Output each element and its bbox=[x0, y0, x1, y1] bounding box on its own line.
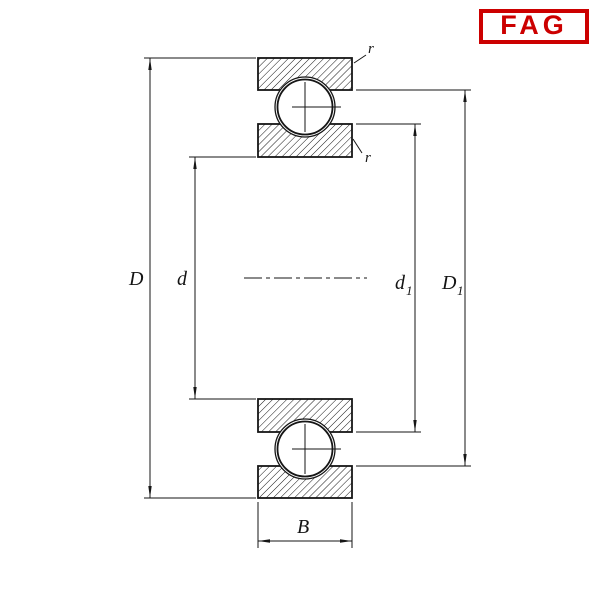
dimension-B: B bbox=[257, 502, 353, 548]
fillet-radius-outer: r bbox=[353, 41, 374, 64]
label-d1: d bbox=[395, 272, 406, 294]
dimension-D1: D 1 bbox=[356, 89, 471, 467]
dimension-d: d bbox=[177, 156, 256, 400]
fillet-radius-inner: r bbox=[352, 138, 371, 166]
fag-logo-text: FAG bbox=[500, 10, 568, 40]
leader-line bbox=[352, 138, 363, 154]
bearing-bottom-section bbox=[257, 398, 353, 499]
bearing-top-section bbox=[257, 57, 353, 158]
label-D1-subscript: 1 bbox=[457, 283, 464, 298]
fag-logo: FAG bbox=[479, 9, 589, 44]
dimension-D: D bbox=[128, 57, 256, 499]
label-d: d bbox=[177, 268, 188, 290]
label-r-outer: r bbox=[368, 41, 374, 57]
dimension-d1: d 1 bbox=[356, 123, 421, 433]
leader-line bbox=[353, 54, 367, 64]
label-r-inner: r bbox=[365, 150, 371, 166]
label-d1-subscript: 1 bbox=[406, 283, 413, 298]
label-B: B bbox=[297, 516, 309, 538]
label-D: D bbox=[128, 268, 144, 290]
label-D1: D bbox=[441, 272, 457, 294]
